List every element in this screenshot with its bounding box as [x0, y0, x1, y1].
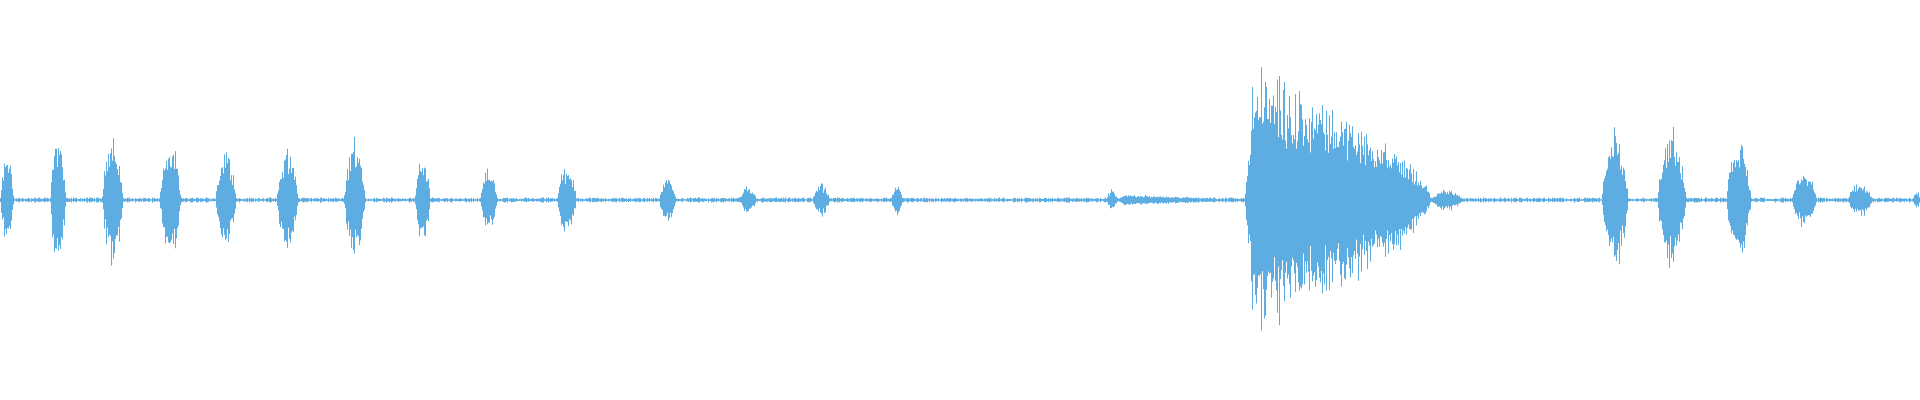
- waveform-path: [0, 67, 1920, 331]
- waveform-bars: [0, 67, 1920, 331]
